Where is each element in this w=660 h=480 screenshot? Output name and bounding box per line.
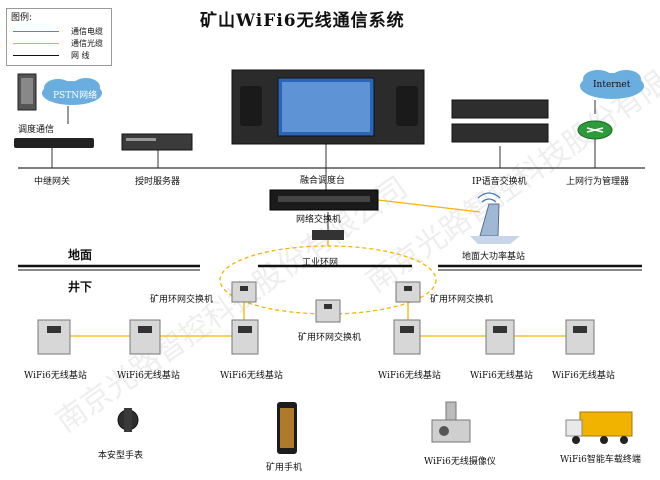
console-phone-right [396, 86, 418, 126]
wifi-base-6 [565, 319, 595, 355]
legend-label-cable: 通信电缆 [71, 27, 103, 36]
legend-swatch-fiber [13, 43, 59, 44]
label-wifi-base-3: WiFi6无线基站 [220, 371, 283, 381]
label-pstn: PSTN网络 [53, 91, 98, 101]
diagram-title: 矿山WiFi6无线通信系统 [200, 11, 405, 31]
wifi-base-2 [129, 319, 161, 355]
label-time-server: 授时服务器 [135, 177, 181, 187]
ring-switch-2 [315, 299, 341, 323]
label-phone: 矿用手机 [266, 463, 303, 473]
label-ip-switch: IP语音交换机 [472, 177, 527, 187]
label-vehicle: WiFi6智能车载终端 [560, 455, 641, 465]
ring-switch-3 [395, 281, 421, 303]
vehicle-device [579, 411, 633, 437]
legend-swatch-cable [13, 31, 59, 32]
legend-heading: 图例: [11, 13, 33, 23]
label-network-switch: 网络交换机 [296, 215, 342, 225]
wifi-base-4 [393, 319, 421, 355]
ground-base-tower [479, 203, 500, 237]
fiber-ground-base [377, 199, 481, 213]
label-fusion-console: 融合调度台 [300, 176, 346, 186]
label-internet: Internet [593, 80, 631, 90]
wifi-base-1 [37, 319, 71, 355]
wifi-base-3 [231, 319, 259, 355]
label-camera: WiFi6无线摄像仪 [424, 457, 496, 467]
label-ring-switch-2: 矿用环网交换机 [298, 333, 362, 343]
label-wifi-base-5: WiFi6无线基站 [470, 371, 533, 381]
legend-item-cable: 通信电缆 [13, 26, 109, 37]
dispatch-cabinet-panel [21, 78, 33, 104]
wifi-base-5 [485, 319, 515, 355]
switch-module [312, 230, 344, 240]
label-wifi-base-2: WiFi6无线基站 [117, 371, 180, 381]
zone-underground: 井下 [68, 280, 93, 294]
label-ring-switch-3: 矿用环网交换机 [430, 295, 494, 305]
label-wifi-base-6: WiFi6无线基站 [552, 371, 615, 381]
legend: 图例: 通信电缆 通信光缆 网 线 [6, 8, 112, 66]
legend-swatch-ethernet [13, 55, 59, 56]
ring-switch-1 [231, 281, 257, 303]
time-server-device [121, 133, 193, 151]
ip-switch-device-1 [451, 99, 549, 119]
label-relay-gateway: 中继网关 [34, 177, 71, 187]
relay-gateway-device [14, 138, 94, 148]
camera-device [431, 419, 471, 443]
legend-item-ethernet: 网 线 [13, 50, 109, 61]
label-ring-switch-1: 矿用环网交换机 [150, 295, 214, 305]
label-watch: 本安型手表 [98, 451, 144, 461]
zone-surface: 地面 [68, 248, 93, 262]
legend-item-fiber: 通信光缆 [13, 38, 109, 49]
legend-label-fiber: 通信光缆 [71, 39, 103, 48]
label-wifi-base-1: WiFi6无线基站 [24, 371, 87, 381]
label-ground-base: 地面大功率基站 [462, 252, 526, 262]
label-industrial-ring: 工业环网 [302, 258, 339, 268]
ip-switch-device-2 [451, 123, 549, 143]
legend-label-ethernet: 网 线 [71, 51, 90, 60]
label-wifi-base-4: WiFi6无线基站 [378, 371, 441, 381]
label-dispatch-comm: 调度通信 [18, 125, 55, 135]
console-phone-left [240, 86, 262, 126]
label-behavior-manager: 上网行为管理器 [566, 177, 630, 187]
